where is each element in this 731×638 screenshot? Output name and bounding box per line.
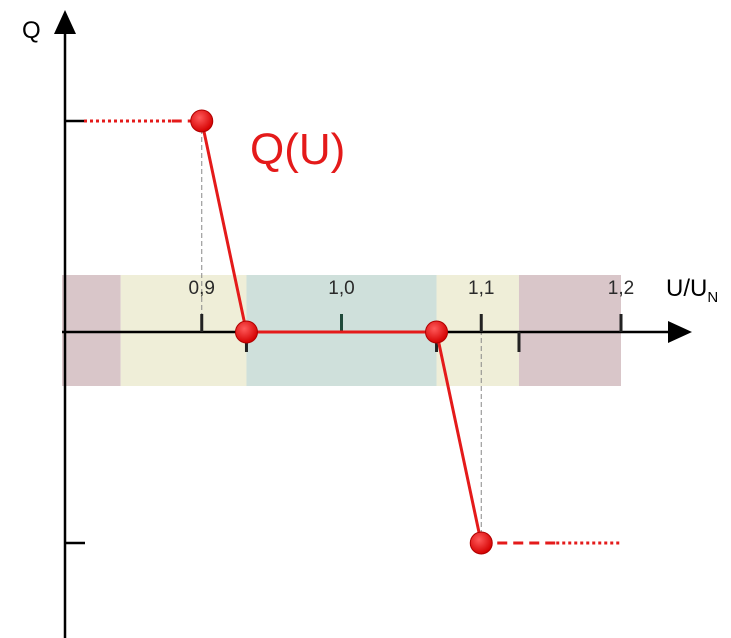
curve-points <box>190 109 493 555</box>
q-u-curve <box>200 120 483 544</box>
x-tick-label-3: 1,2 <box>608 278 634 299</box>
y-axis-title: Q <box>22 17 41 44</box>
chart-title: Q(U) <box>250 125 345 174</box>
tick-marks: 0,9 1,0 1,1 1,2 <box>65 119 634 545</box>
voltage-band-4 <box>518 275 621 386</box>
voltage-band-0 <box>62 275 121 386</box>
y-axis-arrow <box>54 10 76 34</box>
curve-point-2 <box>425 320 449 344</box>
x-tick-label-2: 1,1 <box>468 278 494 299</box>
x-axis-title-subscript: N <box>707 289 718 306</box>
voltage-band-1 <box>120 275 247 386</box>
x-tick-label-0: 0,9 <box>189 278 215 299</box>
x-tick-label-1: 1,0 <box>328 278 354 299</box>
voltage-bands <box>62 275 621 386</box>
x-axis-title-main: U/U <box>666 275 707 302</box>
x-axis-arrow <box>668 321 692 343</box>
curve-point-3 <box>469 531 493 555</box>
curve-point-0 <box>190 109 214 133</box>
x-axis-title: U/UN <box>666 275 718 306</box>
guide-lines <box>201 121 482 543</box>
curve-point-1 <box>234 320 258 344</box>
voltage-band-3 <box>436 275 519 386</box>
q-u-curve-line <box>200 120 483 544</box>
